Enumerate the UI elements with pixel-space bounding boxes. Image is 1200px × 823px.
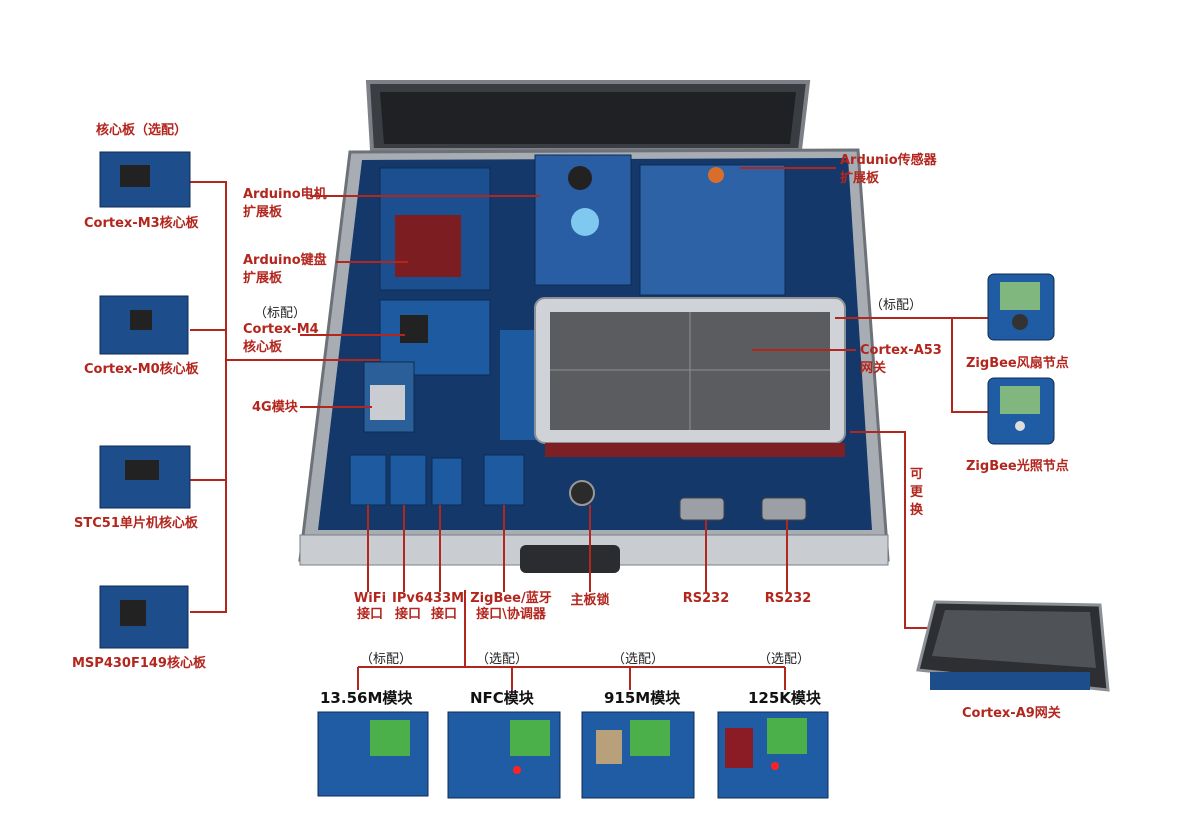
label-zigbee-bt-1: ZigBee/蓝牙 [470, 591, 552, 606]
module-4g-chip [370, 385, 405, 420]
label-arduino-motor-1: Arduino电机 [243, 187, 327, 202]
label-module-1356: 13.56M模块 [320, 689, 413, 707]
label-arduino-motor-2: 扩展板 [243, 205, 283, 220]
label-433m-2: 接口 [430, 607, 457, 622]
label-rs232-a: RS232 [682, 591, 730, 606]
tag-opt-2: （选配） [612, 652, 665, 667]
label-wifi-2: 接口 [356, 607, 383, 622]
m433-board [431, 457, 463, 506]
label-stc51: STC51单片机核心板 [74, 516, 198, 531]
wifi-board [349, 454, 387, 506]
leader-lines [190, 167, 990, 690]
label-arduino-keypad-2: 扩展板 [243, 271, 283, 286]
sensor-board [639, 164, 786, 296]
stc51-board [99, 445, 191, 509]
m4-chip [400, 315, 428, 343]
label-zigbee-bt-2: 接口\协调器 [476, 607, 546, 622]
label-cortex-m3: Cortex-M3核心板 [84, 216, 199, 231]
keypad-matrix [395, 215, 461, 277]
label-cortex-m4-2: 核心板 [243, 340, 283, 355]
sensor-buzzer [708, 167, 724, 183]
rs232-port-a [679, 497, 725, 521]
cortex-a9-gateway [916, 600, 1110, 692]
label-rs232-b: RS232 [764, 591, 812, 606]
label-replaceable-1: 可 [910, 467, 924, 482]
label-zigbee-fan: ZigBee风扇节点 [966, 356, 1069, 371]
tag-opt-1: （选配） [476, 652, 529, 667]
label-module-nfc: NFC模块 [470, 689, 534, 707]
tag-opt-3: （选配） [758, 652, 811, 667]
tag-std: （标配） [360, 652, 413, 667]
case-lid [365, 80, 811, 152]
label-ipv6-2: 接口 [394, 607, 421, 622]
label-replaceable-2: 更 [910, 485, 924, 500]
fan-icon [571, 208, 599, 236]
a53-connector-strip [545, 443, 845, 457]
label-433m-1: 433M [424, 591, 465, 606]
label-cortex-m4-1: Cortex-M4 [243, 322, 319, 337]
label-module-4g: 4G模块 [252, 400, 298, 415]
label-module-915: 915M模块 [604, 689, 681, 707]
motor-knob [568, 166, 592, 190]
ipv6-board [389, 454, 427, 506]
rs232-port-b [761, 497, 807, 521]
label-arduino-sensor-2: 扩展板 [840, 171, 880, 186]
label-main-lock: 主板锁 [570, 593, 610, 608]
label-cortex-a53-1: Cortex-A53 [860, 343, 942, 358]
label-std-zigbee: （标配） [870, 298, 923, 313]
label-core-board-optional: 核心板（选配） [96, 123, 188, 138]
label-replaceable-3: 换 [910, 503, 924, 518]
label-cortex-m0: Cortex-M0核心板 [84, 362, 199, 377]
label-cortex-a9: Cortex-A9网关 [962, 706, 1061, 721]
lock-icon [569, 480, 595, 506]
zigbee-bt-board [483, 454, 525, 506]
label-std-m4: （标配） [254, 306, 307, 321]
label-arduino-keypad-1: Arduino键盘 [243, 253, 327, 268]
case-handle [520, 545, 620, 573]
label-msp430: MSP430F149核心板 [72, 656, 206, 671]
label-arduino-sensor-1: Ardunio传感器 [840, 153, 937, 168]
label-ipv6-1: IPv6 [392, 591, 424, 606]
label-wifi-1: WiFi [353, 591, 387, 606]
label-module-125k: 125K模块 [748, 689, 821, 707]
label-zigbee-light: ZigBee光照节点 [966, 459, 1069, 474]
label-cortex-a53-2: 网关 [860, 361, 887, 376]
